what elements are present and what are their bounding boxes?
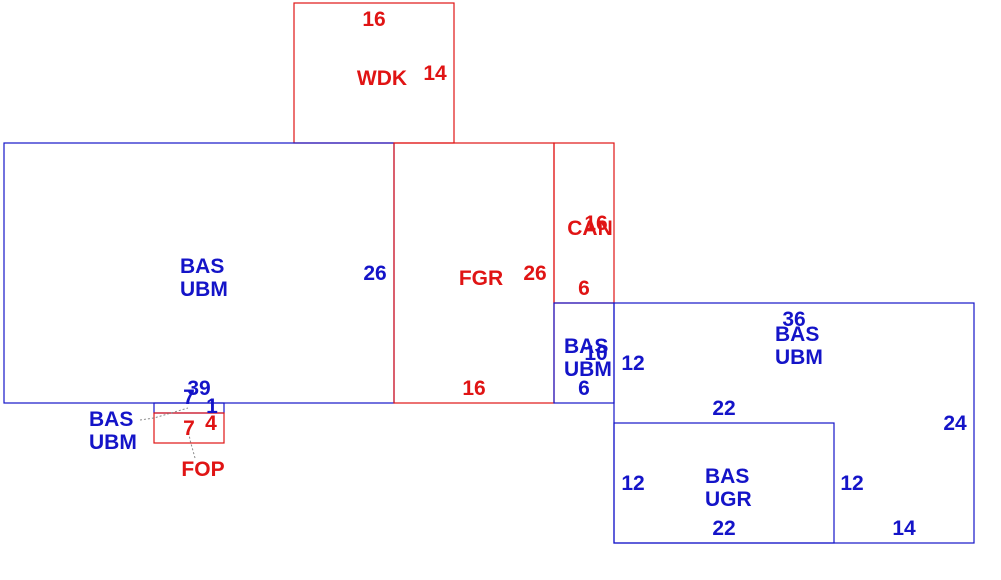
east-label-line2: UBM (775, 346, 823, 369)
ugr-label-line2: UGR (705, 488, 752, 511)
can-right-dimension: 16 (584, 212, 607, 235)
main-label-line2: UBM (180, 278, 228, 301)
fop-outline (153, 412, 225, 444)
can-label: CAN (567, 217, 613, 240)
small-left-dimension: 12 (621, 352, 644, 375)
fgr-right-dimension: 26 (523, 262, 546, 285)
small-bottom-dimension: 6 (578, 377, 590, 400)
tiny-right-dimension: 1 (206, 395, 218, 418)
tiny-label-line1: BAS (89, 408, 133, 431)
main-bottom-dimension: 39 (187, 377, 210, 400)
fop-label: FOP (181, 458, 224, 481)
east-bottom-right-dimension: 14 (892, 517, 916, 540)
wdk-label: WDK (357, 67, 407, 90)
small-label-line1: BAS (564, 335, 608, 358)
wdk-right-dimension: 14 (423, 62, 447, 85)
east-bottom-left-dimension: 22 (712, 397, 735, 420)
fop-left-dimension: 7 (183, 417, 195, 440)
east-label-line1: BAS (775, 323, 819, 346)
wdk-top-dimension: 16 (362, 8, 385, 31)
small-right-dimension: 10 (584, 342, 607, 365)
fgr-bottom-dimension: 16 (462, 377, 485, 400)
main-label-line1: BAS (180, 255, 224, 278)
main-right-dimension: 26 (363, 262, 386, 285)
east-right-dimension: 24 (943, 412, 967, 435)
ugr-label-line1: BAS (705, 465, 749, 488)
east-top-dimension: 36 (782, 308, 805, 331)
fgr-label: FGR (459, 267, 503, 290)
can-bottom-dimension: 6 (578, 277, 590, 300)
tiny-leader-line (139, 407, 189, 421)
fop-right-dimension: 4 (205, 412, 217, 435)
east-lower-left-dimension: 12 (840, 472, 863, 495)
tiny-label-line2: UBM (89, 431, 137, 454)
small-label-line2: UBM (564, 358, 612, 381)
ugr-bottom-dimension: 22 (712, 517, 735, 540)
tiny-left-dimension: 7 (183, 386, 195, 409)
ugr-outline (613, 422, 835, 544)
ugr-left-dimension: 12 (621, 472, 644, 495)
